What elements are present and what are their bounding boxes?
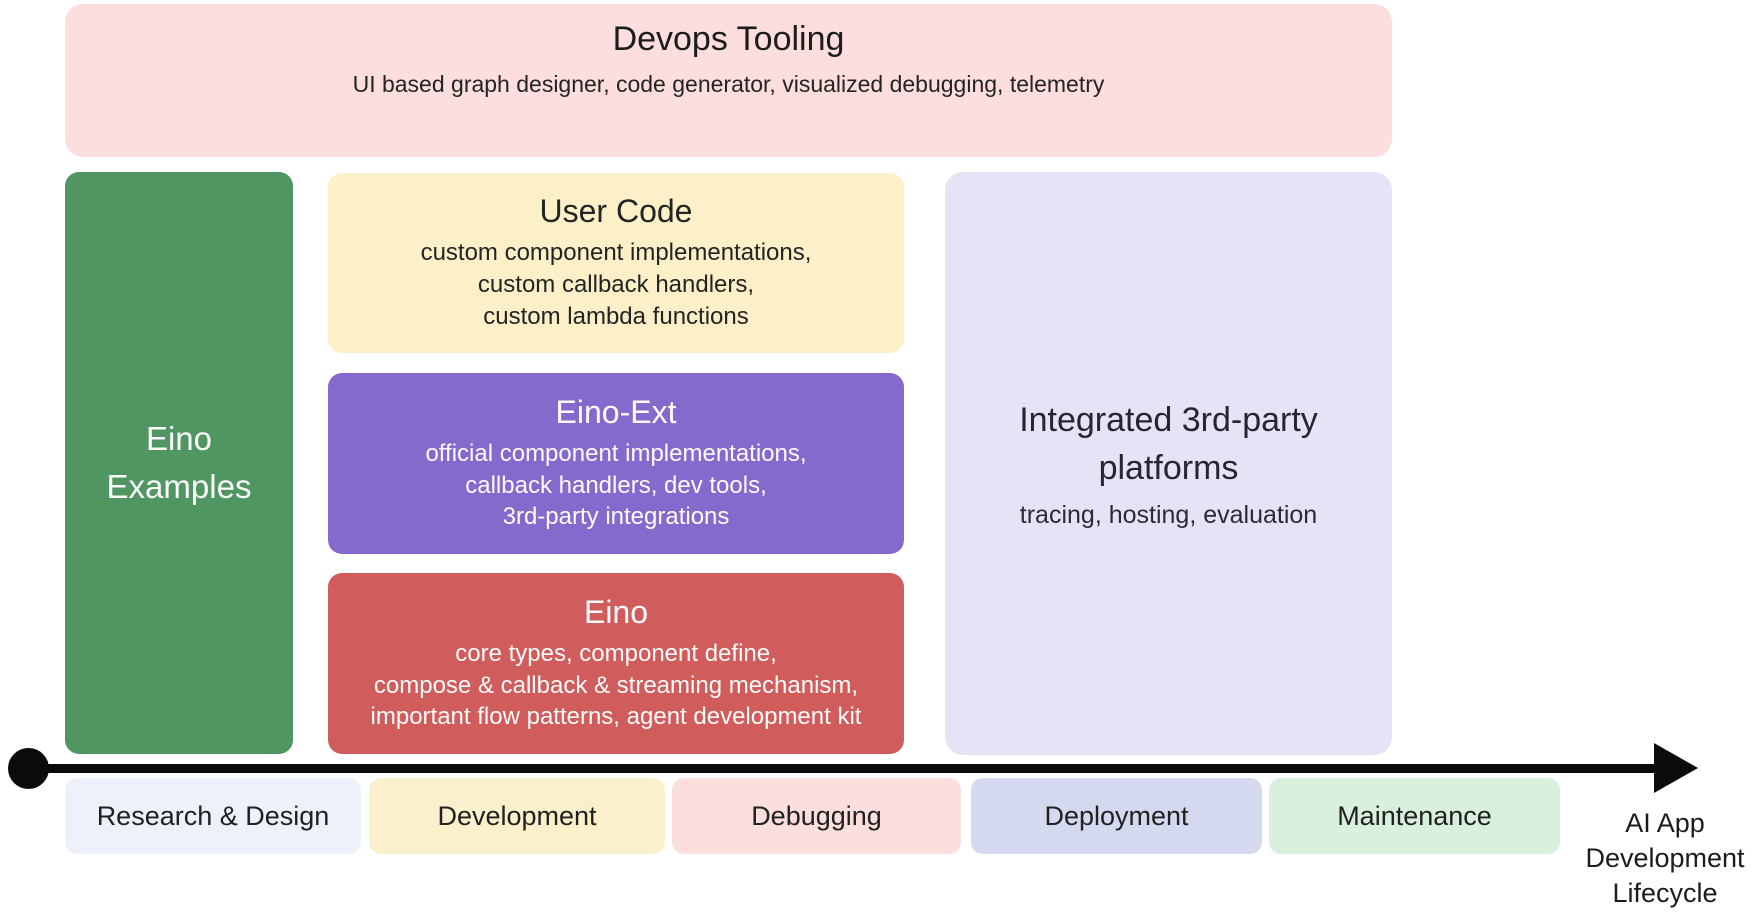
stage-label: Research & Design <box>96 800 330 831</box>
user-code-description-line: custom callback handlers, <box>477 271 755 299</box>
integrated-platforms-subtitle: tracing, hosting, evaluation <box>1019 500 1318 529</box>
user-code-description-line: custom lambda functions <box>483 302 749 330</box>
eino-description-line: compose & callback & streaming mechanism… <box>373 671 859 699</box>
integrated-platforms-title-line: platforms <box>1098 449 1239 487</box>
timeline-start-dot <box>8 748 49 789</box>
stage-label: Maintenance <box>1337 800 1492 831</box>
stage-debugging: Debugging <box>672 778 961 854</box>
stage-label: Development <box>437 800 597 831</box>
stage-development: Development <box>369 778 665 854</box>
eino-examples-title-line: Examples <box>106 468 252 505</box>
eino-box: Eino core types, component define, compo… <box>328 573 904 754</box>
stage-label: Deployment <box>1044 800 1189 831</box>
devops-tooling-title: Devops Tooling <box>612 20 845 58</box>
integrated-platforms-box: Integrated 3rd-party platforms tracing, … <box>945 172 1392 755</box>
devops-tooling-subtitle: UI based graph designer, code generator,… <box>352 71 1105 97</box>
integrated-platforms-title-line: Integrated 3rd-party <box>1019 401 1318 440</box>
axis-label-line: Lifecycle <box>1612 878 1718 909</box>
axis-label-lifecycle: AI App Development Lifecycle <box>1560 806 1760 911</box>
user-code-description-line: custom component implementations, <box>420 239 812 267</box>
stage-maintenance: Maintenance <box>1269 778 1560 854</box>
eino-ext-description-line: callback handlers, dev tools, <box>465 471 767 499</box>
eino-examples-title-line: Eino <box>145 420 213 458</box>
eino-ext-box: Eino-Ext official component implementati… <box>328 373 904 554</box>
eino-examples-box: Eino Examples <box>65 172 293 754</box>
timeline-axis-line <box>28 764 1658 773</box>
stage-research-design: Research & Design <box>65 778 361 854</box>
axis-label-line: AI App <box>1625 808 1705 838</box>
user-code-box: User Code custom component implementatio… <box>328 173 904 353</box>
eino-ext-description-line: 3rd-party integrations <box>502 503 730 531</box>
eino-title: Eino <box>583 593 649 630</box>
eino-description-line: important flow patterns, agent developme… <box>370 703 862 731</box>
eino-description-line: core types, component define, <box>455 639 777 667</box>
eino-ext-description-line: official component implementations, <box>425 439 807 467</box>
timeline-arrowhead <box>1654 743 1698 793</box>
user-code-title: User Code <box>539 193 693 230</box>
axis-label-line: Development <box>1585 843 1745 874</box>
devops-tooling-box: Devops Tooling UI based graph designer, … <box>65 4 1392 157</box>
eino-ext-title: Eino-Ext <box>555 393 677 430</box>
stage-label: Debugging <box>751 800 882 831</box>
stage-deployment: Deployment <box>971 778 1262 854</box>
